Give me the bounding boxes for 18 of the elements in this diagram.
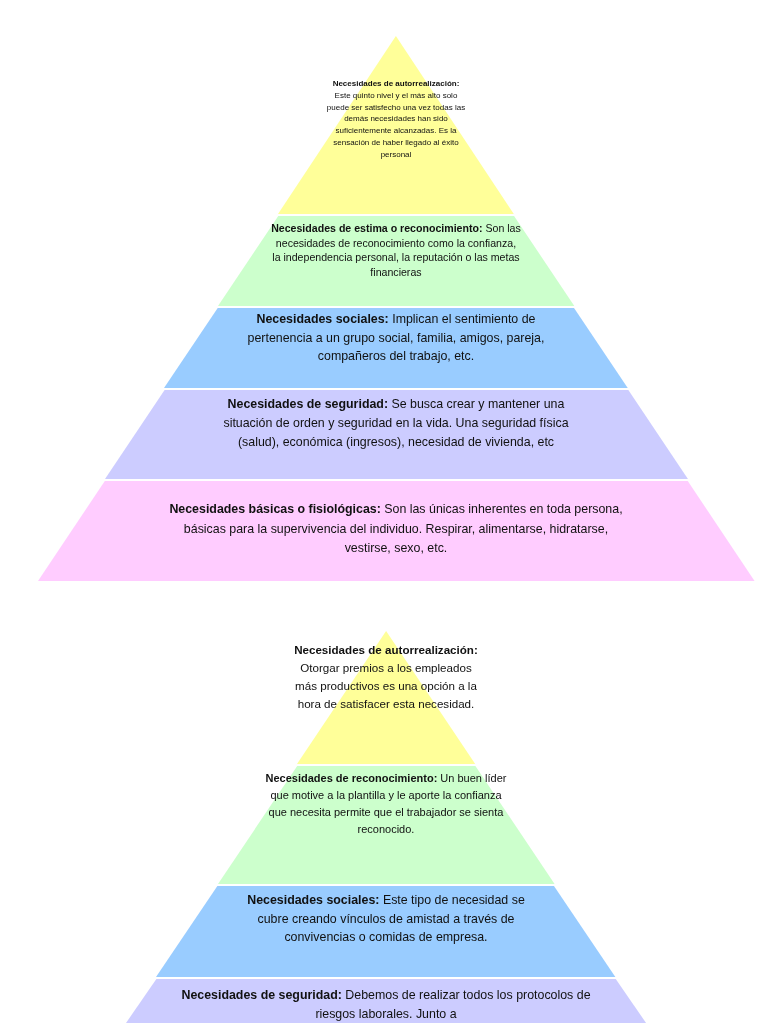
pyramid-level [164, 307, 628, 389]
level-description: Necesidades de seguridad: Se busca crear y mantener una situación de orden y seguridad en la vida. Una seguridad física (salud), económica (ingresos), necesidad de vivienda, etc [222, 396, 570, 451]
level-description: Necesidades sociales: Implican el sentimiento de pertenencia a un grupo social, familia, amigos, pareja, compañeros del trabajo, etc. [246, 311, 546, 365]
pyramid-level [217, 215, 575, 307]
level-description: Necesidades de seguridad: Debemos de realizar todos los protocolos de riesgos laborales. Junto a [180, 987, 592, 1023]
pyramid-level [217, 765, 555, 885]
level-description: Necesidades de autorrealización: Este quinto nivel y el más alto solo puede ser satisfecho una vez todas las demás necesidades han sido suficientemente alcanzadas. Es la sensación de haber llegado al éxito personal [326, 78, 466, 161]
level-description: Necesidades sociales: Este tipo de necesidad se cubre creando vínculos de amistad a través de convivencias o comidas de empresa. [246, 892, 526, 946]
pyramid-level [278, 35, 514, 215]
level-description: Necesidades de estima o reconocimiento: Son las necesidades de reconocimiento como la confianza, la independencia personal, la reputación o las metas financieras [271, 221, 521, 280]
pyramid-level [37, 480, 755, 582]
level-description: Necesidades básicas o fisiológicas: Son las únicas inherentes en toda persona, básicas para la supervivencia del individuo. Respirar, alimentarse, hidratarse, vestirse, sexo, etc. [168, 501, 624, 557]
level-description: Necesidades de reconocimiento: Un buen líder que motive a la plantilla y le aporte la confianza que necesita permite que el trabajador se sienta reconocido. [264, 771, 508, 837]
pyramid-level [125, 978, 647, 1024]
pyramid-level [296, 630, 476, 765]
pyramid-level [104, 389, 688, 480]
pyramid-level [156, 885, 616, 978]
level-description: Necesidades de autorrealización: Otorgar premios a los empleados más productivos es una opción a la hora de satisfacer esta necesidad. [293, 642, 479, 712]
